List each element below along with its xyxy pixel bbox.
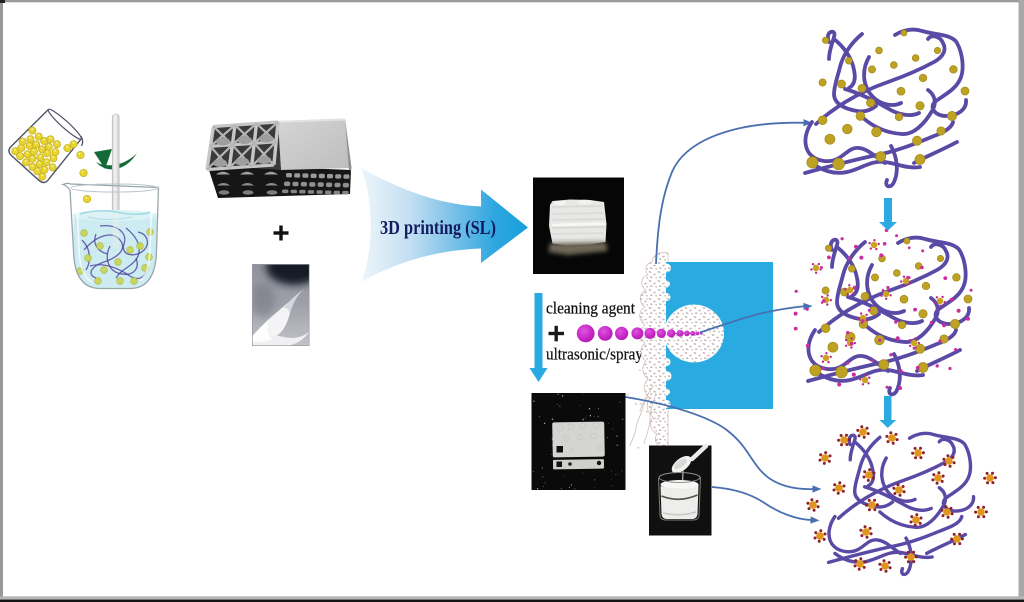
svg-text:3D printing (SL): 3D printing (SL) — [380, 218, 496, 239]
svg-text:cleaning agent: cleaning agent — [546, 299, 635, 318]
svg-text:ultrasonic/spray: ultrasonic/spray — [546, 345, 643, 364]
